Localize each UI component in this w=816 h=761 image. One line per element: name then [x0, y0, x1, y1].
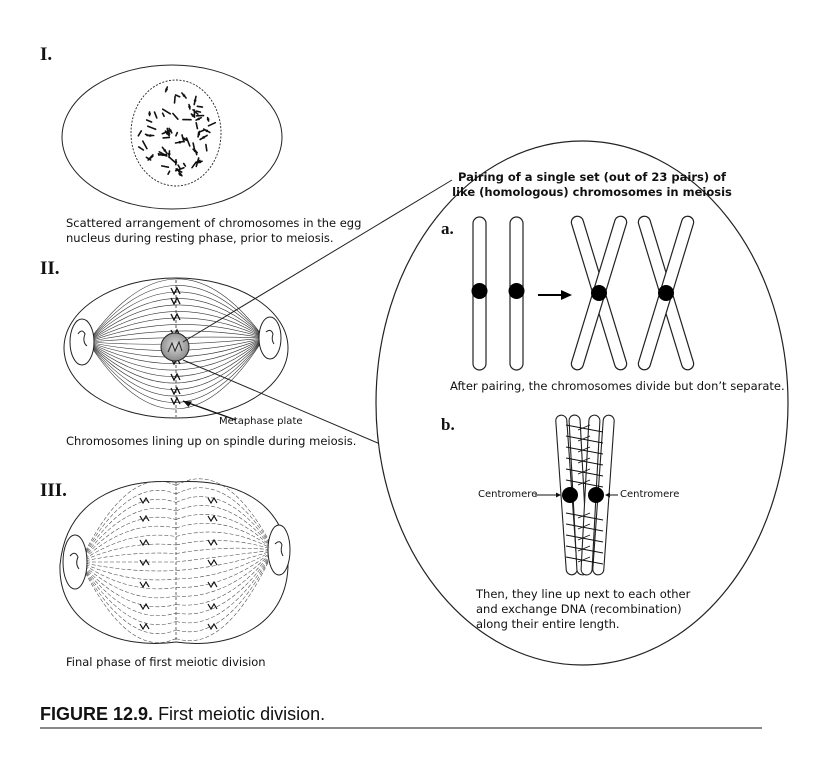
- metaphase-plate-arrow: [182, 400, 237, 421]
- crossed-chromosome-right: [637, 215, 695, 371]
- subpanel-b-label: b.: [441, 415, 455, 434]
- panel-three-caption: Final phase of first meiotic division: [66, 655, 266, 669]
- metaphase-plate-label: Metaphase plate: [219, 416, 303, 427]
- recombining-chromosomes: [535, 414, 618, 576]
- subpanel-a-label: a.: [441, 219, 454, 238]
- panel-one-cell: [61, 64, 283, 210]
- unpaired-chromosome-left: [471, 216, 488, 371]
- detail-title-line2: like (homologous) chromosomes in meiosis: [452, 185, 732, 199]
- panel-two-label: II.: [40, 258, 60, 279]
- centromere-label-left: Centromere: [478, 489, 538, 500]
- panel-two-caption: Chromosomes lining up on spindle during …: [66, 434, 357, 448]
- unpaired-chromosome-right: [508, 216, 525, 371]
- subpanel-b-caption-line1: Then, they line up next to each other: [476, 587, 691, 601]
- scattered-chromosomes: [137, 86, 217, 177]
- subpanel-b-caption-line2: and exchange DNA (recombination): [476, 602, 682, 616]
- figure-number: FIGURE 12.9.: [40, 704, 154, 724]
- subpanel-a-caption: After pairing, the chromosomes divide bu…: [450, 379, 785, 393]
- crossed-chromosome-left: [570, 215, 628, 371]
- panel-one-label: I.: [40, 44, 53, 65]
- figure-caption: FIGURE 12.9. First meiotic division.: [40, 704, 325, 725]
- highlighted-chromosome-pair: [160, 332, 190, 362]
- panel-one-caption-line2: nucleus during resting phase, prior to m…: [66, 231, 334, 245]
- panel-two-spindle: [63, 277, 289, 421]
- centromere-label-right: Centromere: [620, 489, 680, 500]
- figure-title: First meiotic division.: [158, 704, 326, 724]
- panel-three-dividing-cell: [59, 478, 291, 644]
- detail-title: Pairing of a single set (out of 23 pairs…: [452, 170, 732, 200]
- zoom-line-upper: [182, 179, 453, 343]
- panel-one-caption-line1: Scattered arrangement of chromosomes in …: [66, 216, 362, 230]
- detail-title-line1: Pairing of a single set (out of 23 pairs…: [458, 170, 726, 184]
- panel-three-label: III.: [40, 480, 67, 501]
- subpanel-b-caption-line3: along their entire length.: [476, 617, 620, 631]
- division-arrow: [538, 290, 572, 300]
